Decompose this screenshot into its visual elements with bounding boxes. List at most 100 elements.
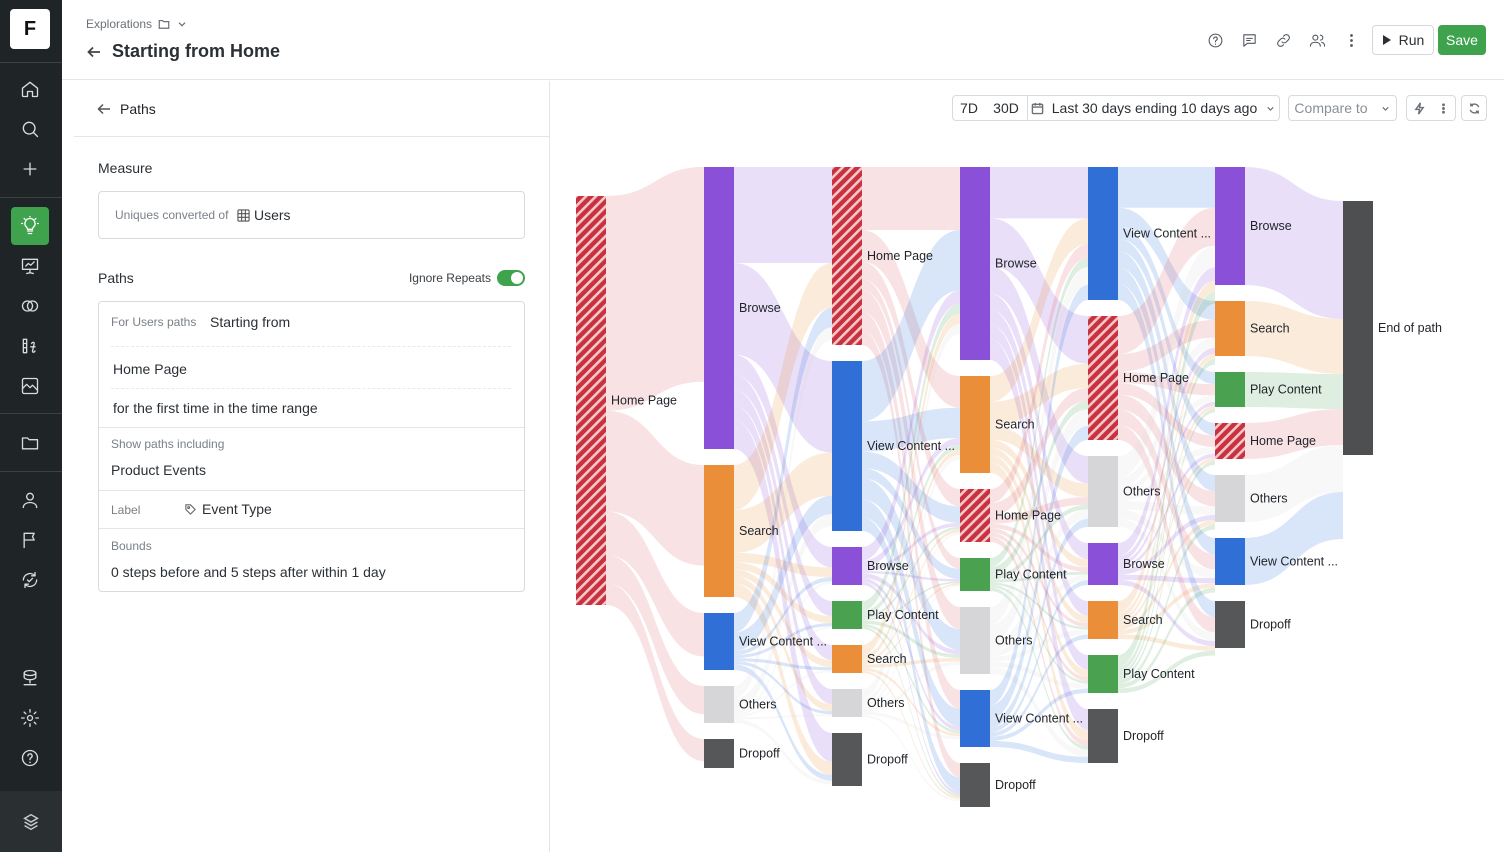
sankey-link-search-to-others[interactable] xyxy=(1118,520,1215,630)
sankey-link-others-to-home-page[interactable] xyxy=(1118,447,1215,501)
sankey-link-search-to-dropoff[interactable] xyxy=(734,583,832,775)
sankey-link-search-to-dropoff[interactable] xyxy=(862,670,960,799)
metrics-formula-icon[interactable] xyxy=(11,327,49,365)
sankey-link-view-content-to-view-content[interactable] xyxy=(862,499,960,727)
sankey-node-step3-home-page[interactable] xyxy=(960,489,990,542)
sankey-link-search-to-dropoff[interactable] xyxy=(990,462,1088,741)
sankey-link-view-content-to-browse[interactable] xyxy=(990,580,1088,733)
paths-qualifier-row[interactable]: for the first time in the time range xyxy=(99,388,524,427)
sankey-link-view-content-to-others[interactable] xyxy=(990,518,1088,728)
sankey-link-home-page-to-home-page[interactable] xyxy=(990,387,1088,517)
sankey-link-others-to-search[interactable] xyxy=(990,629,1088,662)
sankey-link-others-to-home-page[interactable] xyxy=(862,532,960,707)
sankey-link-others-to-dropoff[interactable] xyxy=(734,719,832,785)
sankey-link-play-content-to-search[interactable] xyxy=(1118,359,1215,673)
sankey-link-play-content-to-play-content[interactable] xyxy=(1118,409,1215,676)
sankey-link-search-to-view-content[interactable] xyxy=(862,667,960,737)
sankey-link-play-content-to-view-content[interactable] xyxy=(1118,587,1215,689)
sankey-link-browse-to-dropoff[interactable] xyxy=(734,420,832,762)
sankey-link-others-to-dropoff[interactable] xyxy=(862,714,960,802)
sankey-link-others-to-browse[interactable] xyxy=(734,581,832,714)
sankey-link-search-to-browse[interactable] xyxy=(1118,280,1215,613)
sankey-link-search-to-browse[interactable] xyxy=(990,439,1088,568)
sankey-link-play-content-to-home-page[interactable] xyxy=(1118,461,1215,680)
sankey-link-view-content-to-others[interactable] xyxy=(862,478,960,650)
sankey-link-home-page-to-browse[interactable] xyxy=(1118,207,1215,355)
sankey-link-search-to-search[interactable] xyxy=(990,447,1088,624)
sankey-link-view-content-to-view-content[interactable] xyxy=(990,284,1088,706)
sankey-link-view-content-to-home-page[interactable] xyxy=(1118,238,1215,436)
sankey-link-browse-to-dropoff[interactable] xyxy=(990,339,1088,730)
sankey-link-search-to-search[interactable] xyxy=(1118,353,1215,619)
sankey-link-view-content-to-others[interactable] xyxy=(1118,251,1215,492)
sankey-node-step1-view-content[interactable] xyxy=(704,613,734,670)
flag-icon[interactable] xyxy=(11,521,49,559)
sankey-node-step2-view-content[interactable] xyxy=(832,361,862,531)
sankey-node-step1-others[interactable] xyxy=(704,686,734,723)
sankey-node-step5-home-page[interactable] xyxy=(1215,423,1245,459)
sankey-link-browse-to-dropoff[interactable] xyxy=(862,581,960,795)
paths-including-value[interactable]: Product Events xyxy=(111,462,206,478)
sankey-link-home-page-to-play-content[interactable] xyxy=(1118,371,1215,396)
sankey-link-view-content-to-view-content[interactable] xyxy=(734,495,832,651)
sankey-link-others-to-end-of-path[interactable] xyxy=(1245,445,1343,522)
sankey-link-play-content-to-play-content[interactable] xyxy=(862,581,960,621)
sankey-link-home-page-to-browse[interactable] xyxy=(606,167,704,411)
sankey-link-browse-to-play-content[interactable] xyxy=(862,570,960,582)
sankey-link-search-to-others[interactable] xyxy=(990,425,1088,498)
sankey-link-view-content-to-browse[interactable] xyxy=(862,230,960,422)
experiments-icon[interactable] xyxy=(11,561,49,599)
breadcrumb-explorations[interactable]: Explorations xyxy=(86,17,153,31)
sankey-link-browse-to-others[interactable] xyxy=(734,405,832,705)
folder-icon[interactable] xyxy=(158,18,170,30)
sankey-node-step3-play-content[interactable] xyxy=(960,558,990,591)
app-logo[interactable]: F xyxy=(10,9,50,49)
sankey-node-step1-dropoff[interactable] xyxy=(704,739,734,768)
sankey-node-step5-others[interactable] xyxy=(1215,475,1245,522)
sankey-link-home-page-to-search[interactable] xyxy=(990,528,1088,628)
sankey-node-step5-play-content[interactable] xyxy=(1215,372,1245,407)
sankey-link-home-page-to-view-content[interactable] xyxy=(990,244,1088,504)
sankey-link-others-to-others[interactable] xyxy=(990,509,1088,651)
sankey-link-view-content-to-dropoff[interactable] xyxy=(1118,283,1215,618)
sankey-node-step3-search[interactable] xyxy=(960,376,990,473)
sankey-link-home-page-to-play-content[interactable] xyxy=(862,279,960,569)
sankey-link-others-to-home-page[interactable] xyxy=(734,327,832,699)
sankey-link-browse-to-browse[interactable] xyxy=(990,293,1088,560)
sankey-link-home-page-to-home-page[interactable] xyxy=(1118,382,1215,448)
sankey-node-step5-view-content[interactable] xyxy=(1215,538,1245,585)
sankey-link-home-page-to-home-page[interactable] xyxy=(862,261,960,507)
sankey-link-others-to-others[interactable] xyxy=(1118,500,1215,516)
sankey-node-step4-browse[interactable] xyxy=(1088,543,1118,585)
sankey-node-step3-browse[interactable] xyxy=(960,167,990,360)
paths-label-row[interactable]: Label Event Type xyxy=(99,490,524,528)
sankey-node-step2-dropoff[interactable] xyxy=(832,733,862,786)
sankey-link-browse-to-view-content[interactable] xyxy=(1118,574,1215,584)
paths-event-row[interactable]: Home Page xyxy=(99,346,524,388)
sankey-link-others-to-play-content[interactable] xyxy=(734,626,832,716)
sankey-node-step1-browse[interactable] xyxy=(704,167,734,449)
panel-title[interactable]: Paths xyxy=(120,100,156,117)
sankey-link-view-content-to-search[interactable] xyxy=(990,634,1088,737)
sankey-link-search-to-home-page[interactable] xyxy=(862,529,960,663)
sankey-link-search-to-dropoff[interactable] xyxy=(1118,634,1215,651)
paths-including-row[interactable]: Show paths including Product Events xyxy=(99,427,524,490)
chevron-down-icon[interactable] xyxy=(176,18,188,30)
sankey-link-search-to-others[interactable] xyxy=(862,657,960,668)
measure-selector[interactable]: Uniques converted of Users xyxy=(98,191,525,239)
sankey-node-step0-home-page[interactable] xyxy=(576,196,606,605)
sankey-link-play-content-to-dropoff[interactable] xyxy=(862,626,960,797)
sankey-link-browse-to-view-content[interactable] xyxy=(734,262,832,453)
sankey-link-search-to-play-content[interactable] xyxy=(1118,405,1215,622)
home-icon[interactable] xyxy=(11,70,49,108)
sankey-link-view-content-to-search[interactable] xyxy=(862,407,960,452)
sankey-link-browse-to-others[interactable] xyxy=(990,266,1088,484)
sankey-link-play-content-to-play-content[interactable] xyxy=(990,584,1088,684)
sankey-link-view-content-to-home-page[interactable] xyxy=(734,307,832,633)
sankey-link-play-content-to-home-page[interactable] xyxy=(990,401,1088,575)
sankey-node-step2-search[interactable] xyxy=(832,645,862,673)
sankey-link-home-page-to-play-content[interactable] xyxy=(990,532,1088,682)
sankey-link-home-page-to-view-content[interactable] xyxy=(606,511,704,657)
paths-start-event[interactable]: Home Page xyxy=(113,361,187,377)
sankey-link-view-content-to-home-page[interactable] xyxy=(990,425,1088,720)
